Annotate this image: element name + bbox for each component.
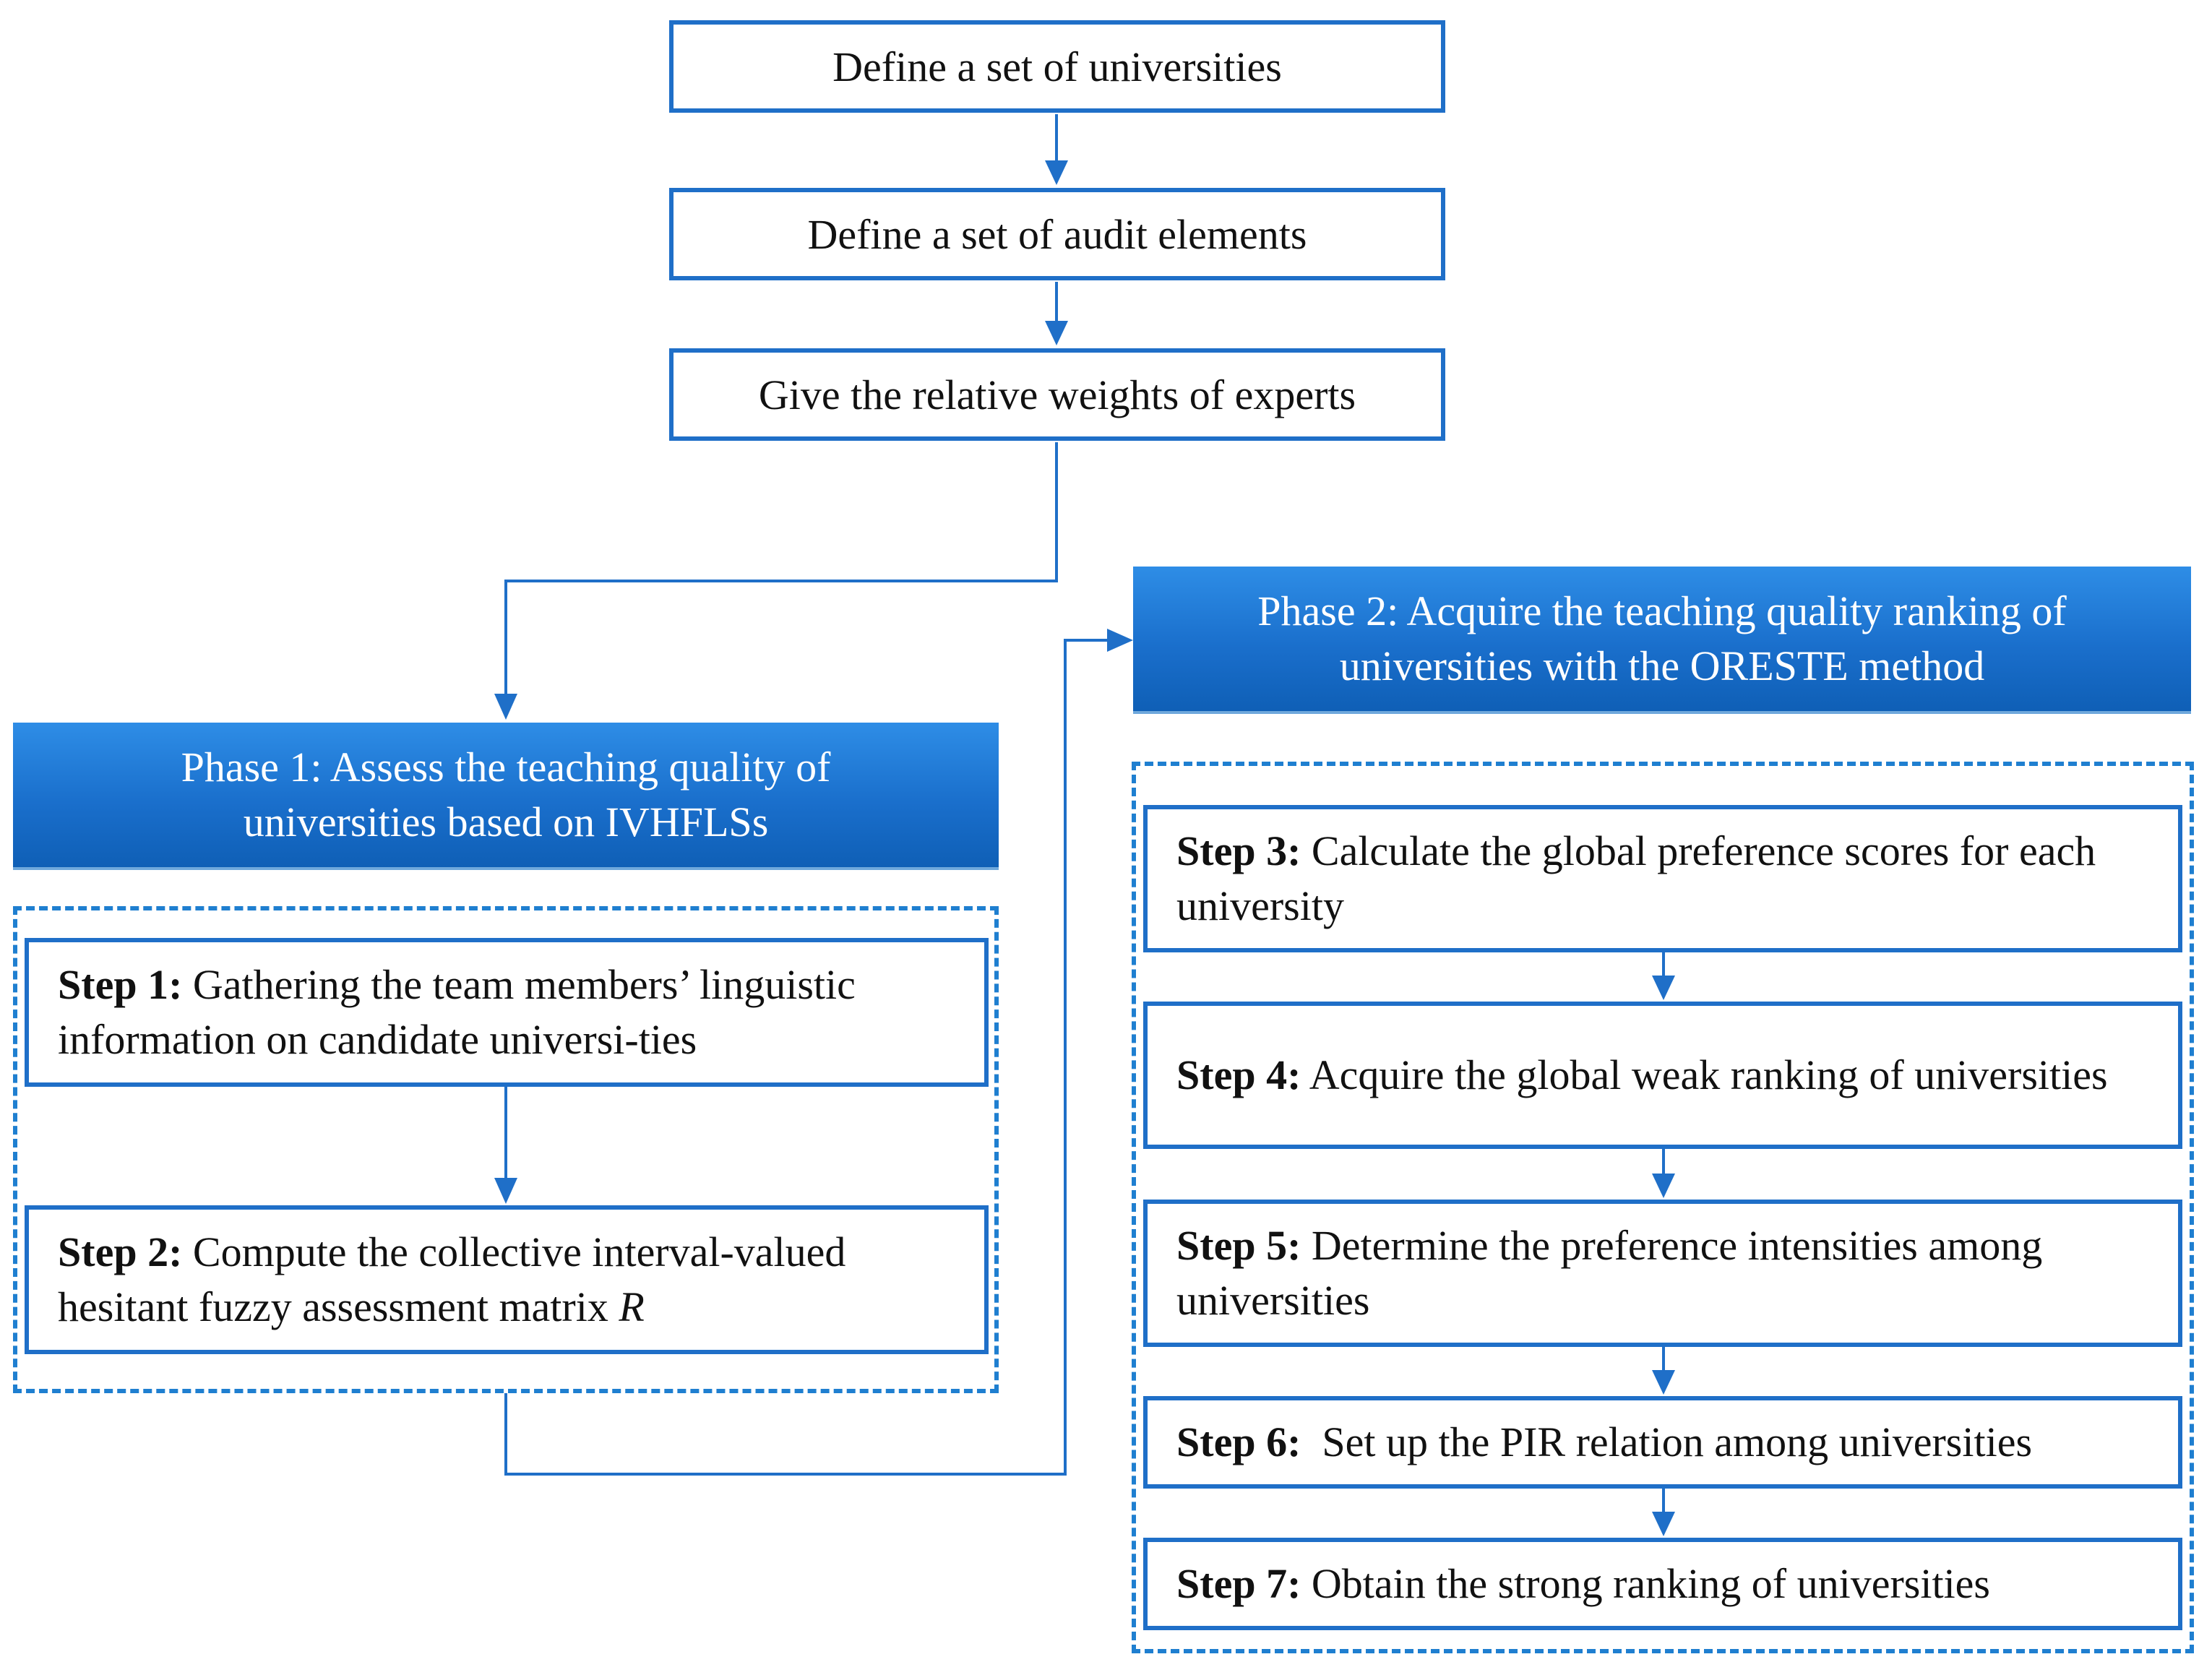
expert-weights-text: Give the relative weights of experts xyxy=(758,371,1356,418)
step4-text: Acquire the global weak ranking of unive… xyxy=(1301,1051,2108,1098)
define-audit-elements-text: Define a set of audit elements xyxy=(807,210,1307,258)
phase2-header: Phase 2: Acquire the teaching quality ra… xyxy=(1133,567,2191,714)
step7-label: Step 7: xyxy=(1176,1560,1301,1607)
step6-text: Set up the PIR relation among universiti… xyxy=(1301,1418,2033,1465)
arrowhead-step1-to-step2 xyxy=(494,1178,517,1204)
step4-label: Step 4: xyxy=(1176,1051,1301,1098)
step3-text: Calculate the global preference scores f… xyxy=(1176,827,2096,929)
step1-text: Gathering the team members’ linguistic i… xyxy=(58,961,856,1063)
define-universities-text: Define a set of universities xyxy=(832,43,1282,90)
step2-text: Compute the collective interval-valued h… xyxy=(58,1228,846,1330)
step3-box: Step 3: Calculate the global preference … xyxy=(1143,805,2182,952)
define-audit-elements-box: Define a set of audit elements xyxy=(669,188,1445,280)
phase1-title-line1: Phase 1: Assess the teaching quality of xyxy=(181,744,831,791)
connector-to-phase1 xyxy=(504,442,1058,694)
phase2-title-line2: universities with the ORESTE method xyxy=(1339,642,1985,689)
step1-label: Step 1: xyxy=(58,961,183,1008)
matrix-r-symbol: R xyxy=(619,1283,645,1330)
step7-box: Step 7: Obtain the strong ranking of uni… xyxy=(1143,1538,2182,1630)
arrowhead-step4-to-step5 xyxy=(1652,1174,1675,1198)
arrowhead-step6-to-step7 xyxy=(1652,1512,1675,1536)
define-universities-box: Define a set of universities xyxy=(669,20,1445,113)
arrowhead-step3-to-step4 xyxy=(1652,976,1675,1000)
step5-text: Determine the preference intensities amo… xyxy=(1176,1222,2043,1324)
arrowhead-to-phase2 xyxy=(1107,629,1133,652)
arrowhead-step5-to-step6 xyxy=(1652,1370,1675,1395)
step2-box: Step 2: Compute the collective interval-… xyxy=(25,1205,989,1354)
step5-box: Step 5: Determine the preference intensi… xyxy=(1143,1200,2182,1347)
arrowhead-1-to-2 xyxy=(1045,160,1068,185)
phase2-title-line1: Phase 2: Acquire the teaching quality ra… xyxy=(1257,587,2067,634)
arrowhead-2-to-3 xyxy=(1045,321,1068,345)
step5-label: Step 5: xyxy=(1176,1222,1301,1269)
phase1-title-line2: universities based on IVHFLSs xyxy=(243,798,769,845)
connector-phase1-to-phase2 xyxy=(504,639,1107,1476)
step6-box: Step 6: Set up the PIR relation among un… xyxy=(1143,1396,2182,1489)
step4-box: Step 4: Acquire the global weak ranking … xyxy=(1143,1002,2182,1149)
step6-label: Step 6: xyxy=(1176,1418,1301,1465)
expert-weights-box: Give the relative weights of experts xyxy=(669,348,1445,441)
phase1-steps-group xyxy=(13,906,999,1393)
step7-text: Obtain the strong ranking of universitie… xyxy=(1301,1560,1990,1607)
phase1-header: Phase 1: Assess the teaching quality of … xyxy=(13,723,999,870)
step1-box: Step 1: Gathering the team members’ ling… xyxy=(25,938,989,1087)
step3-label: Step 3: xyxy=(1176,827,1301,874)
step2-label: Step 2: xyxy=(58,1228,183,1275)
phase2-steps-group xyxy=(1132,762,2194,1653)
arrowhead-to-phase1 xyxy=(494,694,517,720)
